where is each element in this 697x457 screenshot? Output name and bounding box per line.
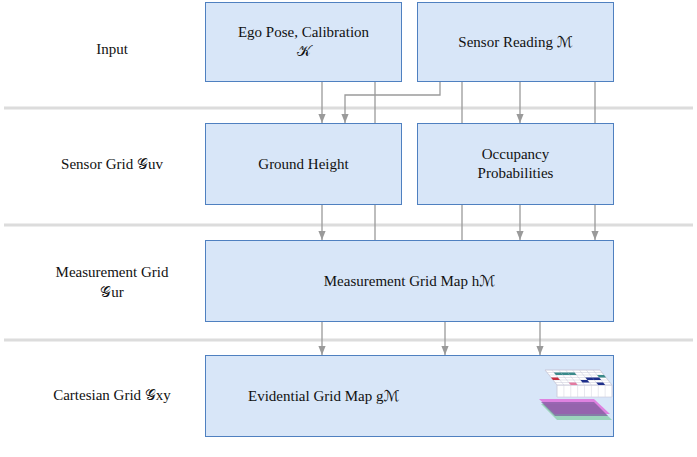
grid-front-face (557, 385, 612, 397)
grid-stroke (557, 385, 612, 386)
flow-connector (321, 205, 322, 240)
row-label: Input (50, 40, 174, 60)
grid-stroke (566, 370, 578, 385)
flow-connector (519, 205, 520, 240)
process-box: Ground Height (205, 123, 402, 205)
output-box: Evidential Grid Map gℳ (205, 355, 614, 437)
box-text: Ground Height (258, 155, 348, 174)
flow-connector (519, 82, 520, 123)
layer-plane (539, 399, 610, 414)
grid-stroke (584, 385, 585, 397)
grid-stroke (577, 385, 578, 397)
grid-stroke (559, 370, 571, 385)
process-box: Occupancy Probabilities (417, 123, 614, 205)
grid-stroke (557, 385, 558, 397)
input-box: Ego Pose, Calibration 𝒦 (205, 2, 402, 82)
grid-stroke (545, 370, 600, 371)
grid-stroke (598, 385, 599, 397)
grid-cell (568, 373, 577, 376)
grid-stroke (545, 370, 557, 385)
grid-cell (596, 383, 605, 386)
flow-connector (321, 82, 322, 123)
grid-top-face (545, 370, 612, 385)
grid-cell (554, 373, 563, 376)
grid-cell (569, 383, 578, 386)
flow-connector (321, 322, 322, 355)
grid-stroke (553, 380, 608, 381)
row-label: Cartesian Grid 𝒢xy (50, 386, 174, 406)
grid-stroke (555, 382, 610, 383)
grid-cell (597, 375, 606, 378)
row-label: Sensor Grid 𝒢uv (50, 155, 174, 175)
box-text: Evidential Grid Map gℳ (248, 387, 399, 406)
process-box: Measurement Grid Map hℳ (205, 240, 614, 322)
grid-stroke (549, 375, 604, 376)
grid-stroke (600, 370, 612, 385)
box-text: Ego Pose, Calibration 𝒦 (234, 23, 373, 61)
grid-stroke (551, 377, 606, 378)
box-text: Occupancy Probabilities (446, 145, 585, 183)
box-text: Measurement Grid Map hℳ (324, 272, 495, 291)
grid-stroke (547, 372, 602, 373)
grid-stroke (591, 385, 592, 397)
layer-plane (541, 402, 608, 416)
flow-connector (345, 82, 440, 123)
separator-line (4, 339, 693, 342)
grid-stroke (573, 370, 585, 385)
box-text: Sensor Reading ℳ (458, 33, 572, 52)
row-label: Measurement Grid 𝒢ur (50, 263, 174, 302)
grid-cell (585, 378, 594, 381)
grid-stroke (612, 385, 613, 397)
input-box: Sensor Reading ℳ (417, 2, 614, 82)
grid-cell (551, 378, 560, 381)
grid-cell (592, 378, 601, 381)
grid-stroke (593, 370, 605, 385)
grid-stroke (586, 370, 598, 385)
flow-connector (444, 322, 445, 355)
flow-connector (539, 322, 540, 355)
grid-cells (545, 370, 612, 397)
separator-line (4, 107, 693, 110)
grid-cell (561, 373, 570, 376)
grid-stroke (570, 385, 571, 397)
grid-stroke (605, 385, 606, 397)
layer-plane (541, 404, 612, 420)
grid-stroke (563, 385, 564, 397)
grid-stroke (552, 370, 564, 385)
separator-line (4, 224, 693, 227)
grid-stroke (579, 370, 591, 385)
grid-cell (581, 380, 590, 383)
